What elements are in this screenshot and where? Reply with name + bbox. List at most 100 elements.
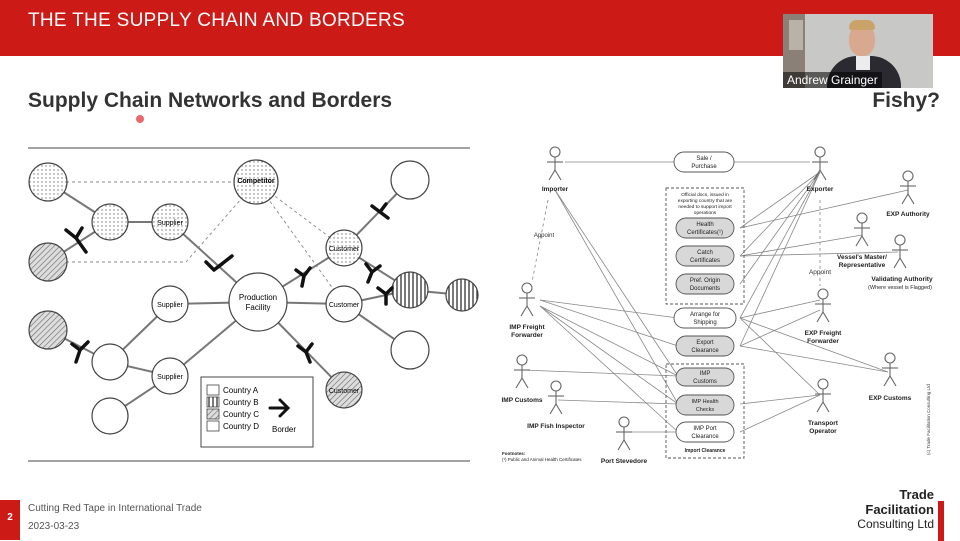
label-importer: Importer [542, 186, 569, 193]
process-arrange-shipping [673, 307, 737, 329]
process-export-clearance [675, 335, 735, 357]
node-country-c-1 [28, 242, 68, 282]
node-production-facility [228, 272, 288, 332]
node-customer-bottom [325, 371, 363, 409]
legend-border-icon [268, 398, 291, 418]
official-docs-note-2: exporting country that are [678, 198, 733, 204]
label-supplier-bottom: Supplier [157, 374, 183, 381]
node-supplier-bottom [151, 357, 189, 395]
label-supplier-mid: Supplier [157, 302, 183, 309]
legend-swatch-c [206, 408, 220, 420]
label-production-line1: Production [239, 293, 277, 302]
process-imp-health [675, 394, 735, 416]
label-port-stevedore: Port Stevedore [601, 458, 648, 465]
legend-border-label: Border [272, 425, 296, 434]
actor-exp-authority-icon [900, 170, 916, 205]
actor-exporter-icon [812, 146, 828, 181]
actor-transport-icon [815, 378, 831, 413]
border-marker-8 [296, 342, 314, 364]
border-marker-6 [376, 286, 394, 306]
webcam-video[interactable]: Andrew Grainger [783, 14, 933, 88]
process-health-label-2: Certificates(¹) [687, 230, 723, 236]
fishy-process-diagram: Importer Exporter EXP Authority Vessel's… [501, 146, 933, 465]
official-docs-note-1: Official docs, issued in [681, 192, 729, 198]
process-catch-label-2: Certificates [690, 258, 720, 264]
page-number: 2 [0, 500, 20, 540]
process-arrange-label-2: Shipping [693, 320, 716, 326]
actor-exp-customs-icon [882, 352, 898, 387]
node-supplier-mid [151, 285, 189, 323]
actor-validating-authority-icon [892, 234, 908, 269]
process-sale [673, 151, 735, 173]
border-marker-3 [294, 266, 312, 288]
label-customer-bottom: Customer [329, 388, 360, 395]
border-marker-1 [64, 226, 88, 254]
process-health-label-1: Health [696, 222, 713, 228]
process-imp-port [675, 421, 735, 443]
logo-line-2: Facilitation [865, 502, 934, 517]
node-customer-top [325, 229, 363, 267]
process-imp-health-label-2: Checks [696, 407, 715, 413]
border-marker-7 [70, 340, 90, 364]
label-import-clearance: Import Clearance [685, 448, 726, 454]
label-imp-freight-1: IMP Freight [509, 324, 545, 331]
node-customer-mid [325, 285, 363, 323]
process-imp-customs-label-1: IMP [700, 371, 711, 377]
import-clearance-group [665, 363, 745, 459]
official-docs-note-3: needed to support import [678, 204, 732, 210]
actor-vessel-master-icon [854, 212, 870, 247]
label-validating-note: (Where vessel is Flagged) [868, 285, 932, 291]
label-imp-fish: IMP Fish Inspector [527, 423, 585, 430]
webcam-person-hair [849, 20, 875, 30]
node-country-a-4 [91, 397, 129, 435]
legend-swatch-b [206, 396, 220, 408]
logo-red-bar [938, 501, 944, 541]
footer-date: 2023-03-23 [28, 521, 80, 532]
node-country-c-2 [28, 310, 68, 350]
footnote-title: Footnotes: [502, 451, 526, 456]
label-appoint-right: Appoint [809, 269, 831, 276]
copyright-note: (c) Trade Facilitation Consulting Ltd [926, 384, 931, 455]
webcam-background-detail [789, 20, 803, 50]
label-supplier-top: Supplier [157, 220, 183, 227]
legend-swatch-d [206, 420, 220, 432]
label-exp-customs: EXP Customs [869, 395, 912, 402]
process-imp-port-label-2: Clearance [691, 434, 719, 440]
process-sale-label-2: Purchase [691, 164, 717, 170]
legend-label-d: Country D [223, 422, 259, 431]
process-catch-cert [675, 245, 735, 267]
process-imp-port-label-1: IMP Port [693, 426, 717, 432]
node-country-b-1 [391, 271, 429, 309]
border-marker-2 [204, 254, 234, 272]
process-export-label-2: Clearance [691, 348, 719, 354]
label-customer-top: Customer [329, 246, 360, 253]
node-country-a-dotted-1 [28, 162, 68, 202]
footnote-text: (¹) Public and Animal Health Certificate… [502, 457, 582, 462]
slide-title: Supply Chain Networks and Borders [28, 89, 393, 112]
actor-imp-fish-icon [548, 380, 564, 415]
actor-exp-freight-icon [815, 288, 831, 323]
process-pref-label-2: Documents [690, 286, 720, 292]
label-transport-1: Transport [808, 420, 839, 427]
actor-importer-icon [547, 146, 563, 181]
actor-port-stevedore-icon [616, 416, 632, 451]
label-imp-customs: IMP Customs [501, 397, 542, 404]
process-imp-customs [675, 367, 735, 387]
process-imp-customs-label-2: Customs [693, 379, 717, 385]
border-marker-4 [370, 202, 390, 220]
node-competitor [233, 159, 279, 205]
label-exp-authority: EXP Authority [886, 211, 930, 218]
official-docs-group [665, 187, 745, 305]
label-vessel-master-1: Vessel's Master/ [837, 254, 887, 261]
label-customer-mid: Customer [329, 302, 360, 309]
actor-imp-customs-icon [514, 354, 530, 389]
pointer-cursor [136, 115, 144, 123]
process-health-cert [675, 217, 735, 239]
logo-line-3: Consulting Ltd [857, 517, 934, 531]
webcam-name-label: Andrew Grainger [783, 72, 882, 88]
actor-imp-freight-icon [519, 282, 535, 317]
legend-label-c: Country C [223, 410, 259, 419]
official-docs-note-4: operations [694, 210, 717, 216]
process-catch-label-1: Catch [697, 250, 713, 256]
node-country-a-5 [390, 160, 430, 200]
